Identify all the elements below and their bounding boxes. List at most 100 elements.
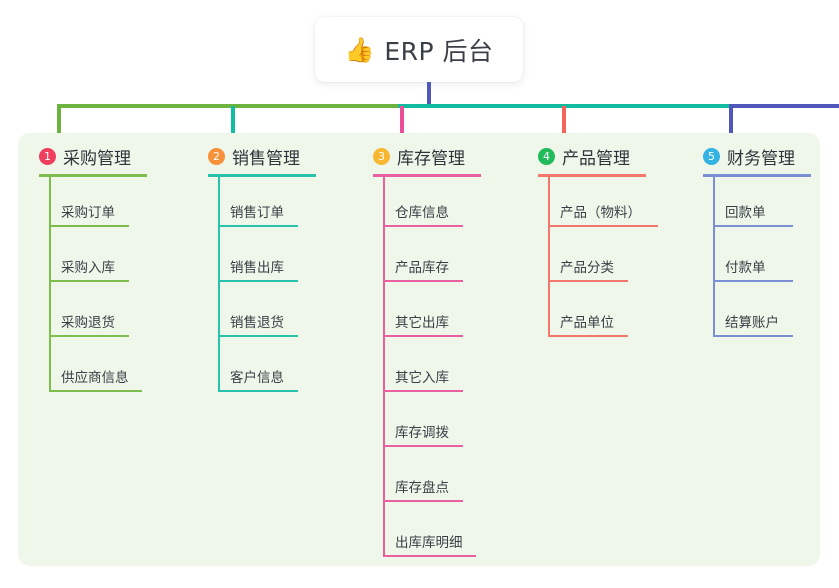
branch-item-label: 采购订单 <box>61 205 115 221</box>
branch-item[interactable]: 客户信息 <box>218 337 302 392</box>
branch-item-label: 出库库明细 <box>395 535 463 551</box>
branch-item-label: 客户信息 <box>230 370 284 386</box>
branch-item-rule <box>218 280 298 282</box>
branch-item[interactable]: 回款单 <box>713 177 797 227</box>
branch-item[interactable]: 采购入库 <box>49 227 133 282</box>
branch-title: 库存管理 <box>397 149 465 169</box>
branch-item-label: 回款单 <box>725 205 766 221</box>
branch-item-rule <box>49 335 129 337</box>
branch-spine <box>713 177 715 337</box>
branch-item-rule <box>383 390 463 392</box>
branch-header-rule <box>703 174 811 177</box>
branch-item-label: 产品分类 <box>560 260 614 276</box>
branch-item-rule <box>49 225 129 227</box>
branch-item-label: 产品（物料） <box>560 205 641 221</box>
branch-item-label: 其它入库 <box>395 370 449 386</box>
branch-item-rule <box>713 225 793 227</box>
branch-item[interactable]: 采购订单 <box>49 177 133 227</box>
branch-spine <box>218 177 220 392</box>
branch-item-label: 采购退货 <box>61 315 115 331</box>
branch-item-rule <box>218 225 298 227</box>
branch-bar-segment-blue <box>729 104 839 108</box>
branch-header-4[interactable]: 4 产品管理 <box>538 144 630 169</box>
branch-number-badge: 3 <box>373 148 390 165</box>
branch-title: 采购管理 <box>63 149 131 169</box>
branch-item-rule <box>218 335 298 337</box>
branch-item[interactable]: 其它出库 <box>383 282 467 337</box>
mindmap-panel: 1 采购管理采购订单采购入库采购退货供应商信息 2 销售管理销售订单销售出库销售退货客… <box>18 133 820 566</box>
thumbs-up-icon: 👍 <box>344 35 375 64</box>
branch-bar-segment-green <box>57 104 400 108</box>
branch-item-rule <box>548 225 658 227</box>
branch-item-rule <box>713 335 793 337</box>
branch-item-rule <box>713 280 793 282</box>
branch-item-rule <box>383 225 463 227</box>
branch-item[interactable]: 结算账户 <box>713 282 797 337</box>
branch-item[interactable]: 销售出库 <box>218 227 302 282</box>
branch-drop-1 <box>57 106 61 134</box>
branch-item[interactable]: 库存盘点 <box>383 447 467 502</box>
branch-item-label: 采购入库 <box>61 260 115 276</box>
branch-item-label: 销售订单 <box>230 205 284 221</box>
branch-item[interactable]: 供应商信息 <box>49 337 146 392</box>
branch-number-badge: 1 <box>39 148 56 165</box>
branch-item-rule <box>383 555 476 557</box>
branch-item[interactable]: 采购退货 <box>49 282 133 337</box>
branch-item-rule <box>383 445 463 447</box>
branch-item[interactable]: 销售退货 <box>218 282 302 337</box>
branch-item[interactable]: 付款单 <box>713 227 797 282</box>
branch-number-badge: 4 <box>538 148 555 165</box>
branch-item-label: 产品库存 <box>395 260 449 276</box>
branch-drop-5 <box>729 106 733 134</box>
branch-title: 销售管理 <box>232 149 300 169</box>
branch-item-rule <box>49 280 129 282</box>
branch-item-rule <box>548 280 628 282</box>
branch-item-label: 销售退货 <box>230 315 284 331</box>
branch-header-3[interactable]: 3 库存管理 <box>373 144 465 169</box>
branch-item-label: 供应商信息 <box>61 370 129 386</box>
branch-item[interactable]: 产品单位 <box>548 282 632 337</box>
branch-spine <box>49 177 51 392</box>
root-title: ERP 后台 <box>384 36 494 66</box>
branch-item-rule <box>218 390 298 392</box>
branch-item-label: 付款单 <box>725 260 766 276</box>
branch-header-rule <box>373 174 481 177</box>
branch-title: 财务管理 <box>727 149 795 169</box>
branch-item-rule <box>383 335 463 337</box>
branch-item-label: 结算账户 <box>725 315 779 331</box>
branch-item-rule <box>383 280 463 282</box>
branch-title: 产品管理 <box>562 149 630 169</box>
branch-header-2[interactable]: 2 销售管理 <box>208 144 300 169</box>
branch-header-1[interactable]: 1 采购管理 <box>39 144 131 169</box>
branch-item[interactable]: 产品库存 <box>383 227 467 282</box>
branch-item-label: 其它出库 <box>395 315 449 331</box>
branch-item[interactable]: 出库库明细 <box>383 502 480 557</box>
branch-drop-4 <box>562 106 566 134</box>
branch-item[interactable]: 产品分类 <box>548 227 632 282</box>
branch-item[interactable]: 库存调拨 <box>383 392 467 447</box>
branch-number-badge: 2 <box>208 148 225 165</box>
branch-item[interactable]: 产品（物料） <box>548 177 662 227</box>
branch-item-rule <box>49 390 142 392</box>
branch-header-rule <box>208 174 316 177</box>
branch-spine <box>383 177 385 557</box>
branch-item-label: 库存盘点 <box>395 480 449 496</box>
branch-item-label: 仓库信息 <box>395 205 449 221</box>
branch-drop-2 <box>231 106 235 134</box>
branch-number-badge: 5 <box>703 148 720 165</box>
branch-item[interactable]: 销售订单 <box>218 177 302 227</box>
root-node[interactable]: 👍 ERP 后台 <box>315 17 523 82</box>
branch-header-rule <box>538 174 646 177</box>
branch-item[interactable]: 仓库信息 <box>383 177 467 227</box>
branch-item-label: 库存调拨 <box>395 425 449 441</box>
branch-drop-3 <box>400 106 404 134</box>
branch-header-5[interactable]: 5 财务管理 <box>703 144 795 169</box>
branch-header-rule <box>39 174 147 177</box>
branch-item-rule <box>383 500 463 502</box>
branch-item-label: 产品单位 <box>560 315 614 331</box>
branch-spine <box>548 177 550 337</box>
branch-item-label: 销售出库 <box>230 260 284 276</box>
branch-item[interactable]: 其它入库 <box>383 337 467 392</box>
trunk-connector <box>427 82 431 106</box>
